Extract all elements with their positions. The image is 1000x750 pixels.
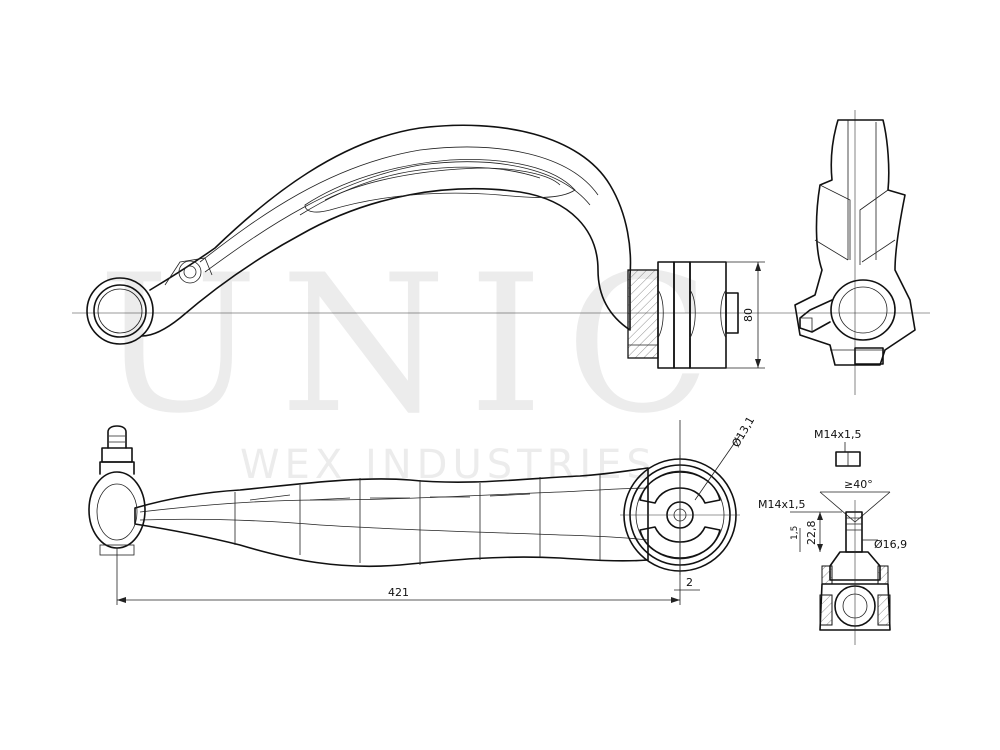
watermark-company: WEX INDUSTRIES [240,442,657,488]
dim-nut-thread: M14x1,5 [814,428,862,441]
top-view-arm: 80 [72,124,780,369]
dim-offset: 2 [686,576,693,589]
dim-taper-angle: ≥40° [844,478,873,491]
watermark-brand: UNIC [98,234,733,455]
dim-length: 421 [388,586,409,599]
side-view [780,110,930,395]
watermark: UNIC WEX INDUSTRIES [98,234,733,488]
dim-stud-dia: Ø16,9 [874,538,907,551]
dim-bushing-dia: Ø13,1 [729,414,757,449]
dim-height: 80 [742,308,755,322]
dim-stud-thread: M14x1,5 [758,498,806,511]
dim-stud-length: 22,8 [805,521,818,546]
detail-nut-stud: M14x1,5 ≥40° M14x1,5 22,8 1,5 Ø16,9 [758,428,907,645]
dim-step: 1,5 [790,526,800,540]
